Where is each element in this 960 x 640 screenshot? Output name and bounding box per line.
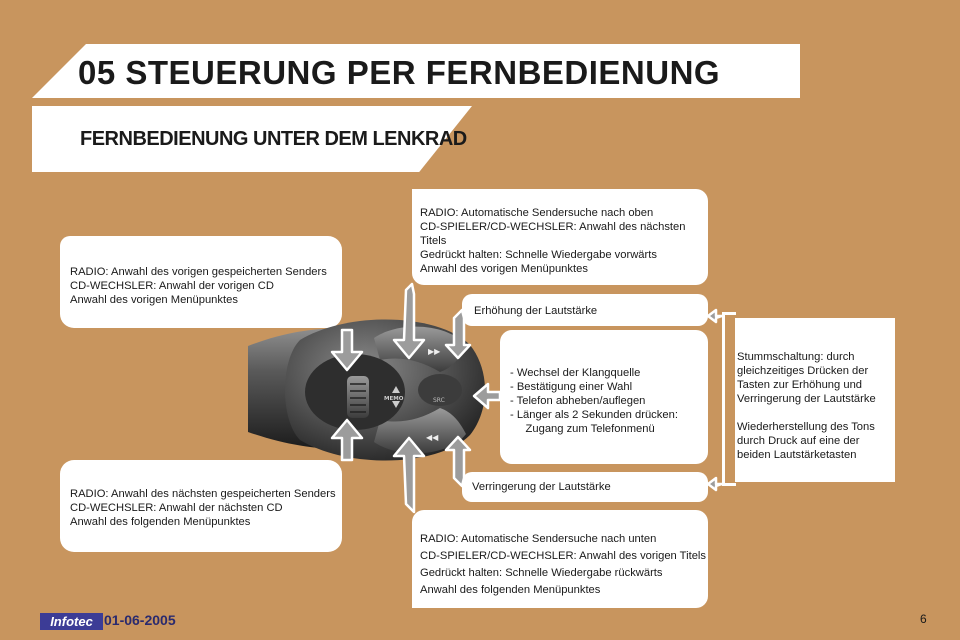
arrow-seek-up bbox=[392, 282, 426, 360]
infotec-logo: Infotec bbox=[40, 613, 103, 630]
callout-line: Gedrückt halten: Schnelle Wiedergabe vor… bbox=[420, 249, 657, 261]
memo-wheel bbox=[347, 376, 369, 418]
arrow-source bbox=[472, 382, 502, 410]
list-item: - Bestätigung einer Wahl bbox=[510, 381, 633, 393]
callout-line: Anwahl des folgenden Menüpunktes bbox=[420, 584, 601, 596]
src-label: SRC bbox=[433, 397, 445, 404]
callout-line: Stummschaltung: durch bbox=[737, 351, 855, 363]
callout-line: CD-SPIELER/CD-WECHSLER: Anwahl des vorig… bbox=[420, 550, 706, 562]
subtitle-band bbox=[32, 106, 472, 172]
list-item: Zugang zum Telefonmenü bbox=[510, 423, 655, 435]
section-subtitle: FERNBEDIENUNG UNTER DEM LENKRAD bbox=[80, 128, 467, 150]
list-item: - Länger als 2 Sekunden drücken: bbox=[510, 409, 678, 421]
callout-seek-down: RADIO: Automatische Sendersuche nach unt… bbox=[412, 510, 708, 608]
mute-bracket bbox=[722, 312, 736, 486]
arrow-volume-up bbox=[444, 308, 472, 360]
callout-line: beiden Lautstärketasten bbox=[737, 449, 857, 461]
wheel-down-icon bbox=[392, 401, 400, 408]
page-title: 05 STEUERUNG PER FERNBEDIENUNG bbox=[78, 54, 721, 91]
callout-line: CD-SPIELER/CD-WECHSLER: Anwahl des nächs… bbox=[420, 221, 686, 233]
list-item: - Telefon abheben/auflegen bbox=[510, 395, 646, 407]
arrow-volume-down bbox=[444, 435, 472, 488]
arrow-wheel-up bbox=[330, 328, 364, 372]
wheel-up-icon bbox=[392, 386, 400, 393]
forward-icon: ▶▶ bbox=[428, 347, 441, 356]
page-number: 6 bbox=[920, 612, 927, 626]
callout-line: durch Druck auf eine der bbox=[737, 435, 860, 447]
callout-seek-up: RADIO: Automatische Sendersuche nach obe… bbox=[412, 189, 708, 285]
callout-next-preset: RADIO: Anwahl des nächsten gespeicherten… bbox=[60, 460, 342, 552]
callout-previous-preset: RADIO: Anwahl des vorigen gespeicherten … bbox=[60, 236, 342, 328]
seek-down-button bbox=[374, 408, 466, 454]
callout-line: RADIO: Anwahl des nächsten gespeicherten… bbox=[70, 488, 336, 500]
footer-date: 01-06-2005 bbox=[104, 612, 176, 628]
callout-line: RADIO: Automatische Sendersuche nach unt… bbox=[420, 533, 657, 545]
callout-line: Wiederherstellung des Tons bbox=[737, 421, 875, 433]
seek-up-button bbox=[374, 326, 466, 372]
callout-line: Tasten zur Erhöhung und bbox=[737, 379, 863, 391]
callout-line: CD-WECHSLER: Anwahl der nächsten CD bbox=[70, 502, 283, 514]
rewind-icon: ◀◀ bbox=[426, 433, 439, 442]
title-band bbox=[32, 44, 800, 98]
callout-line: Anwahl des folgenden Menüpunktes bbox=[70, 516, 251, 528]
callout-source-button: - Wechsel der Klangquelle - Bestätigung … bbox=[500, 330, 708, 464]
src-button bbox=[418, 374, 462, 406]
callout-line: RADIO: Automatische Sendersuche nach obe… bbox=[420, 207, 654, 219]
arrow-mute-up bbox=[706, 308, 724, 324]
callout-line: gleichzeitiges Drücken der bbox=[737, 365, 869, 377]
callout-line: CD-WECHSLER: Anwahl der vorigen CD bbox=[70, 280, 274, 292]
callout-line: Anwahl des vorigen Menüpunktes bbox=[420, 263, 588, 275]
callout-line: RADIO: Anwahl des vorigen gespeicherten … bbox=[70, 266, 327, 278]
callout-volume-up: Erhöhung der Lautstärke bbox=[462, 294, 708, 326]
arrow-seek-down bbox=[392, 436, 426, 514]
callout-line: Anwahl des vorigen Menüpunktes bbox=[70, 294, 238, 306]
callout-mute: Stummschaltung: durch gleichzeitiges Drü… bbox=[735, 318, 895, 482]
callout-line: Gedrückt halten: Schnelle Wiedergabe rüc… bbox=[420, 567, 663, 579]
memo-label: MEMO bbox=[384, 396, 404, 402]
callout-line: Titels bbox=[420, 235, 447, 247]
arrow-wheel-down bbox=[330, 418, 364, 462]
callout-volume-down: Verringerung der Lautstärke bbox=[462, 472, 708, 502]
list-item: - Wechsel der Klangquelle bbox=[510, 367, 641, 379]
arrow-mute-down bbox=[706, 476, 724, 492]
callout-line: Verringerung der Lautstärke bbox=[737, 393, 876, 405]
